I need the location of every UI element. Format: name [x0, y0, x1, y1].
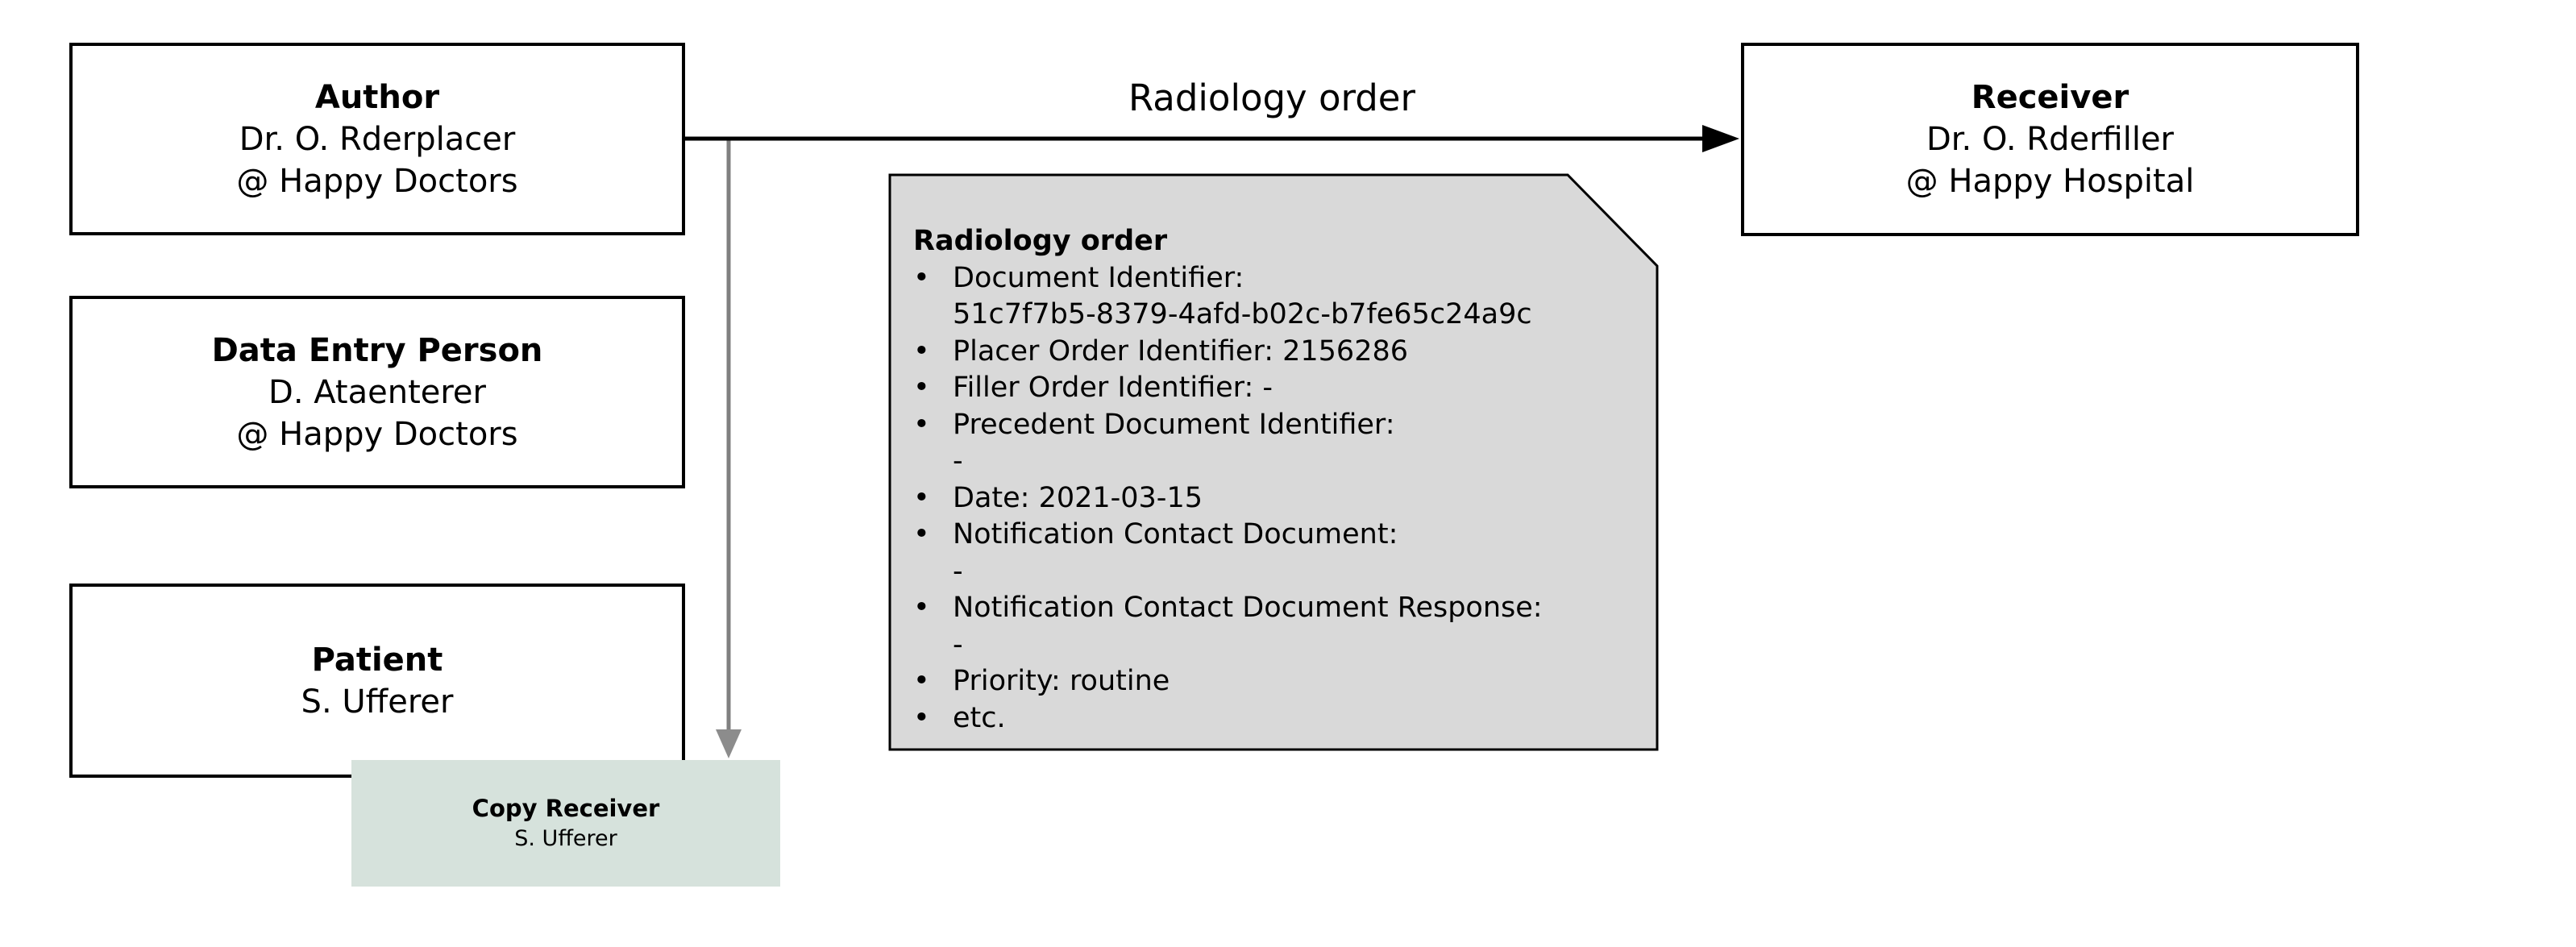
note-line: - [913, 443, 1639, 480]
note-content: Radiology order • Document Identifier: 51c… [913, 223, 1639, 737]
patient-title: Patient [311, 641, 443, 679]
bullet-marker [913, 297, 953, 334]
receiver-name: Dr. O. Rderfiller [1926, 121, 2174, 158]
copy-receiver-box: Copy Receiver S. Ufferer [351, 760, 780, 887]
arrow-right-icon [1702, 125, 1739, 152]
bullet-marker: • [913, 665, 930, 697]
bullet-marker [913, 627, 953, 664]
note-line-text: Notification Contact Document Response: [953, 592, 1543, 624]
note-line: - [913, 554, 1639, 591]
note-line: - [913, 627, 1639, 664]
bullet-marker [913, 443, 953, 480]
patient-name: S. Ufferer [301, 683, 454, 721]
bullet-marker: • [913, 592, 930, 624]
note-line: • Document Identifier: [913, 260, 1639, 297]
bullet-marker: • [913, 481, 930, 514]
note-line-text: Document Identifier: [953, 261, 1244, 294]
bullet-marker: • [913, 518, 930, 550]
note-line-text: - [953, 628, 963, 661]
note-line: • Placer Order Identifier: 2156286 [913, 334, 1639, 371]
note-line-text: etc. [953, 701, 1006, 734]
data-entry-person-box: Data Entry Person D. Ataenterer @ Happy … [69, 296, 685, 488]
bullet-marker: • [913, 701, 930, 734]
note-line: • etc. [913, 700, 1639, 737]
data-entry-title: Data Entry Person [211, 331, 543, 369]
note-line-text: 51c7f7b5-8379-4afd-b02c-b7fe65c24a9c [953, 298, 1532, 330]
note-line-text: Date: 2021-03-15 [953, 481, 1203, 514]
note-line: • Notification Contact Document: [913, 517, 1639, 554]
note-title: Radiology order [913, 225, 1168, 257]
note-lines: • Document Identifier: 51c7f7b5-8379-4afd-… [913, 260, 1639, 737]
receiver-title: Receiver [1971, 79, 2129, 116]
note-line: • Priority: routine [913, 663, 1639, 700]
note-line: • Date: 2021-03-15 [913, 480, 1639, 517]
data-entry-org: @ Happy Doctors [236, 415, 518, 453]
note-line-text: Priority: routine [953, 665, 1170, 697]
note-line: • Precedent Document Identifier: [913, 407, 1639, 444]
author-org: @ Happy Doctors [236, 162, 518, 200]
note-line-text: - [953, 554, 963, 588]
bullet-marker: • [913, 372, 930, 404]
note-line: • Notification Contact Document Response: [913, 590, 1639, 627]
data-entry-name: D. Ataenterer [268, 373, 486, 411]
patient-box: Patient S. Ufferer [69, 584, 685, 778]
bullet-marker [913, 554, 953, 591]
note-line-text: Precedent Document Identifier: [953, 408, 1395, 441]
receiver-org: @ Happy Hospital [1905, 163, 2195, 200]
author-name: Dr. O. Rderplacer [239, 120, 516, 158]
order-arrow-label: Radiology order [1128, 77, 1415, 119]
author-box: Author Dr. O. Rderplacer @ Happy Doctors [69, 43, 685, 235]
note-line-text: Notification Contact Document: [953, 518, 1398, 550]
author-title: Author [314, 78, 440, 116]
note-line-text: Placer Order Identifier: 2156286 [953, 334, 1409, 368]
bullet-marker: • [913, 334, 930, 368]
note-line: 51c7f7b5-8379-4afd-b02c-b7fe65c24a9c [913, 297, 1639, 334]
bullet-marker: • [913, 261, 930, 294]
note-line-text: Filler Order Identifier: - [953, 372, 1273, 404]
copy-receiver-title: Copy Receiver [472, 794, 660, 822]
note-shape [888, 173, 1659, 751]
bullet-marker: • [913, 408, 930, 441]
arrow-down-icon [716, 729, 742, 758]
note-line-text: - [953, 445, 963, 477]
note-line: • Filler Order Identifier: - [913, 370, 1639, 407]
copy-receiver-name: S. Ufferer [514, 825, 617, 851]
receiver-box: Receiver Dr. O. Rderfiller @ Happy Hospi… [1741, 43, 2359, 236]
